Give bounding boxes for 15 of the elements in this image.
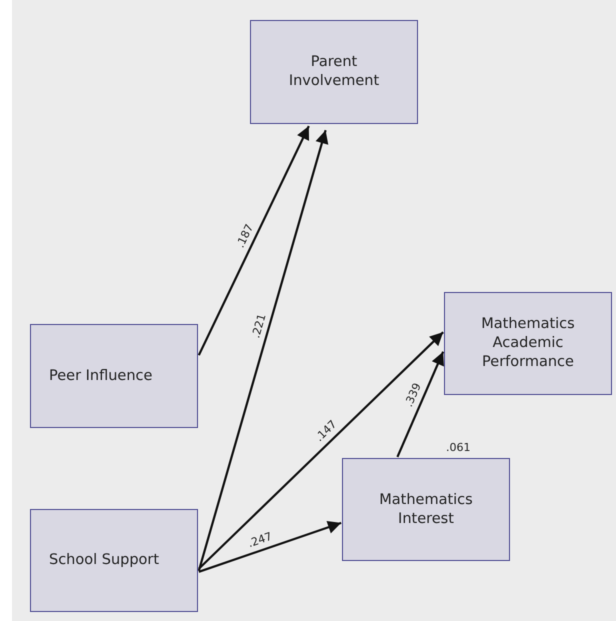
variable-box (30, 509, 198, 612)
arrow (198, 331, 444, 570)
arrow (198, 520, 342, 573)
arrow (198, 130, 328, 572)
variable-box (444, 292, 612, 395)
node-label: Parent Involvement (288, 53, 380, 91)
node-label: Mathematics Interest (378, 490, 474, 528)
coefficient-label: .061 (446, 441, 470, 454)
node-label: Mathematics Academic Performance (480, 315, 576, 372)
node-label: School Support (49, 551, 160, 570)
arrow (198, 126, 310, 356)
variable-box (250, 20, 418, 124)
node-label: Peer Influence (49, 366, 152, 386)
variable-box (30, 324, 198, 428)
arrow (396, 351, 444, 458)
